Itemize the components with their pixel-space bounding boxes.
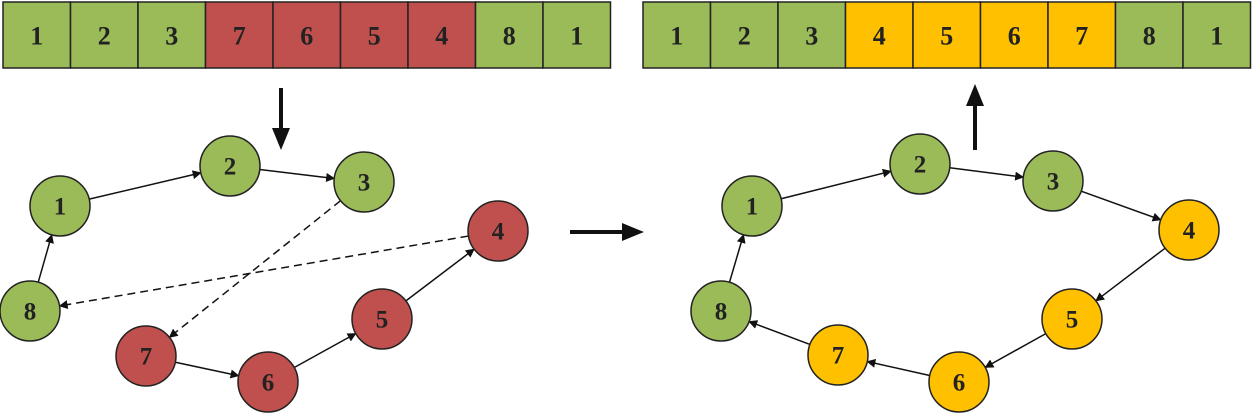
array-cell: 1 xyxy=(2,1,72,69)
left-tour-graph: 1 2 3 4 5 6 7 8 xyxy=(0,135,529,413)
array-cell-label: 1 xyxy=(670,22,683,51)
array-cell-label: 4 xyxy=(873,22,886,51)
edge-6-to-5 xyxy=(293,332,357,369)
array-cell: 3 xyxy=(777,1,847,69)
array-cell: 5 xyxy=(912,1,982,69)
array-cell: 1 xyxy=(642,1,712,69)
node-label: 4 xyxy=(492,219,505,246)
array-cell: 8 xyxy=(474,1,544,69)
array-cell-label: 2 xyxy=(738,22,751,51)
up-arrow-icon xyxy=(966,84,984,150)
node-label: 2 xyxy=(914,152,927,179)
node-6: 6 xyxy=(237,351,299,413)
array-cell: 7 xyxy=(1047,1,1117,69)
node-6: 6 xyxy=(928,351,990,413)
node-2: 2 xyxy=(889,133,951,195)
edge-7-to-6 xyxy=(175,361,240,379)
node-label: 1 xyxy=(54,194,67,221)
node-label: 5 xyxy=(376,307,389,334)
node-4: 4 xyxy=(1158,199,1220,261)
array-cell-label: 1 xyxy=(570,22,583,51)
edge-8-to-1 xyxy=(728,233,746,283)
array-cell: 6 xyxy=(272,1,342,69)
array-cell: 2 xyxy=(69,1,139,69)
array-cell-label: 2 xyxy=(98,22,111,51)
edge-8-to-1 xyxy=(37,233,54,283)
array-cell: 3 xyxy=(137,1,207,69)
node-label: 8 xyxy=(24,299,37,326)
array-cell: 4 xyxy=(844,1,914,69)
edge-5-to-6 xyxy=(984,332,1047,369)
node-label: 7 xyxy=(832,343,845,370)
array-cell: 4 xyxy=(407,1,477,69)
node-label: 6 xyxy=(953,370,966,397)
array-cell-label: 6 xyxy=(300,22,313,51)
array-cell-label: 1 xyxy=(30,22,43,51)
array-cell: 6 xyxy=(979,1,1049,69)
array-cell-label: 4 xyxy=(435,22,448,51)
node-8: 8 xyxy=(690,280,752,342)
node-label: 3 xyxy=(358,170,371,197)
array-cell: 8 xyxy=(1114,1,1184,69)
array-cell-label: 8 xyxy=(503,22,516,51)
node-5: 5 xyxy=(1041,288,1103,350)
node-8: 8 xyxy=(0,280,61,342)
array-cell-label: 3 xyxy=(165,22,178,51)
array-cell: 7 xyxy=(204,1,274,69)
array-cell: 2 xyxy=(709,1,779,69)
array-cell: 1 xyxy=(1182,1,1252,69)
node-3: 3 xyxy=(1022,150,1084,212)
edge-6-to-7 xyxy=(866,358,930,377)
right-arrow-icon xyxy=(570,223,644,241)
array-cell-label: 1 xyxy=(1210,22,1223,51)
node-2: 2 xyxy=(199,135,261,197)
node-label: 7 xyxy=(140,344,153,371)
edge-4-to-8 xyxy=(58,235,469,310)
node-label: 2 xyxy=(224,154,237,181)
array-cell-label: 6 xyxy=(1008,22,1021,51)
node-5: 5 xyxy=(351,288,413,350)
array-cell: 5 xyxy=(339,1,409,69)
edge-2-to-3 xyxy=(259,168,336,182)
node-label: 5 xyxy=(1066,307,1079,334)
node-3: 3 xyxy=(333,151,395,213)
array-cell-label: 5 xyxy=(368,22,381,51)
node-label: 8 xyxy=(715,299,728,326)
right-tour-graph: 1 2 3 4 5 6 7 8 xyxy=(690,133,1220,413)
node-label: 3 xyxy=(1047,169,1060,196)
array-cell-label: 7 xyxy=(1075,22,1088,51)
edge-7-to-8 xyxy=(748,320,811,346)
array-cell-label: 7 xyxy=(233,22,246,51)
edge-4-to-5 xyxy=(1095,247,1166,302)
edge-1-to-2 xyxy=(89,170,202,200)
edge-3-to-4 xyxy=(1080,190,1162,222)
left-tour-array: 1 2 3 7 6 5 4 8 1 xyxy=(2,1,612,69)
node-label: 4 xyxy=(1183,218,1196,245)
node-4: 4 xyxy=(467,200,529,262)
edge-5-to-4 xyxy=(405,248,475,302)
node-7: 7 xyxy=(115,325,177,387)
array-cell-label: 3 xyxy=(805,22,818,51)
edge-1-to-2 xyxy=(780,168,892,200)
node-7: 7 xyxy=(807,324,869,386)
array-cell-label: 8 xyxy=(1143,22,1156,51)
edge-3-to-7 xyxy=(168,200,342,338)
node-label: 6 xyxy=(262,370,275,397)
down-arrow-icon xyxy=(272,88,290,150)
right-tour-array: 1 2 3 4 5 6 7 8 1 xyxy=(642,1,1252,69)
edge-2-to-3 xyxy=(949,167,1025,181)
node-1: 1 xyxy=(29,175,91,237)
array-cell: 1 xyxy=(542,1,612,69)
node-1: 1 xyxy=(721,175,783,237)
node-label: 1 xyxy=(746,194,759,221)
array-cell-label: 5 xyxy=(940,22,953,51)
